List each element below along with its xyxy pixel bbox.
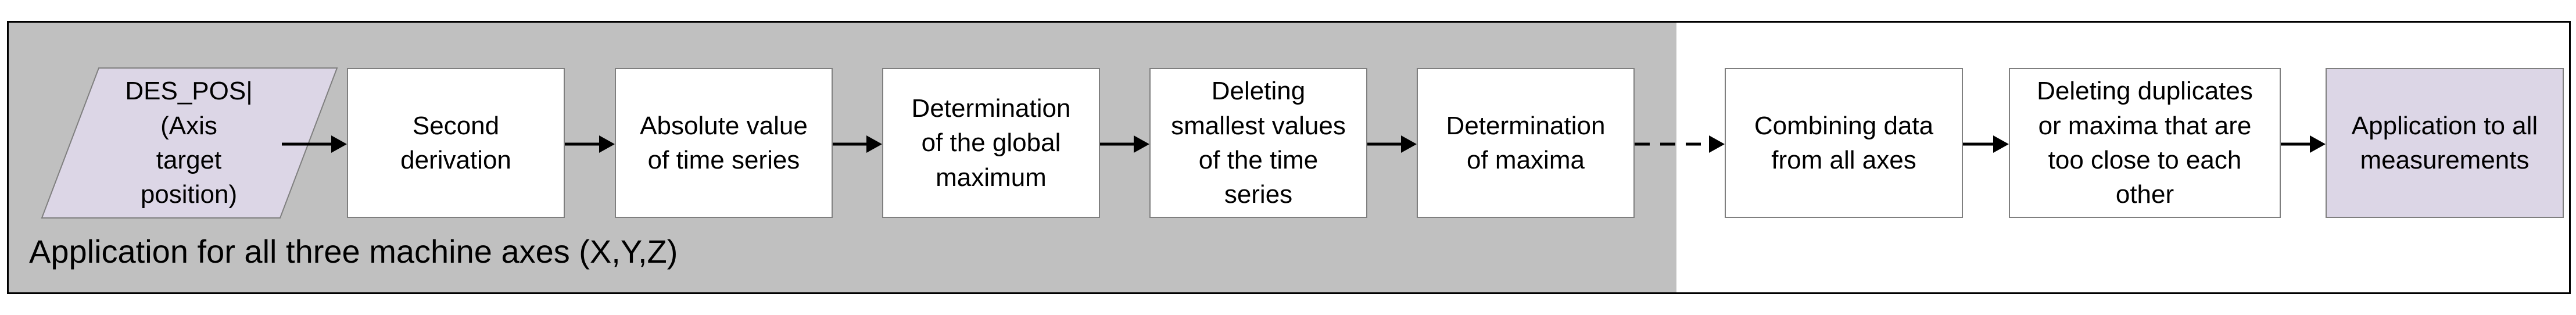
arrowhead-2	[599, 135, 615, 153]
arrowhead-6	[1709, 135, 1725, 153]
region-caption: Application for all three machine axes (…	[29, 233, 678, 270]
step-combining-data: Combining data from all axes	[1725, 68, 1963, 218]
arrowhead-5	[1401, 135, 1417, 153]
arrowhead-1	[331, 135, 347, 153]
step-delete-duplicates: Deleting duplicates or maxima that are t…	[2009, 68, 2281, 218]
arrowhead-4	[1134, 135, 1149, 153]
output-application-to-all: Application to all measurements	[2326, 68, 2564, 218]
arrowhead-7	[1993, 135, 2009, 153]
arrowhead-8	[2310, 135, 2326, 153]
step-global-maximum: Determination of the global maximum	[882, 68, 1100, 218]
arrowhead-3	[866, 135, 882, 153]
input-parallelogram	[41, 67, 338, 219]
step-absolute-value: Absolute value of time series	[615, 68, 833, 218]
input-label: DES_POS| (Axis target position)	[125, 77, 253, 209]
step-delete-smallest-values: Deleting smallest values of the time ser…	[1149, 68, 1367, 218]
input-node: DES_POS| (Axis target position)	[41, 67, 338, 219]
step-second-derivation: Second derivation	[347, 68, 565, 218]
step-determination-of-maxima: Determination of maxima	[1417, 68, 1635, 218]
